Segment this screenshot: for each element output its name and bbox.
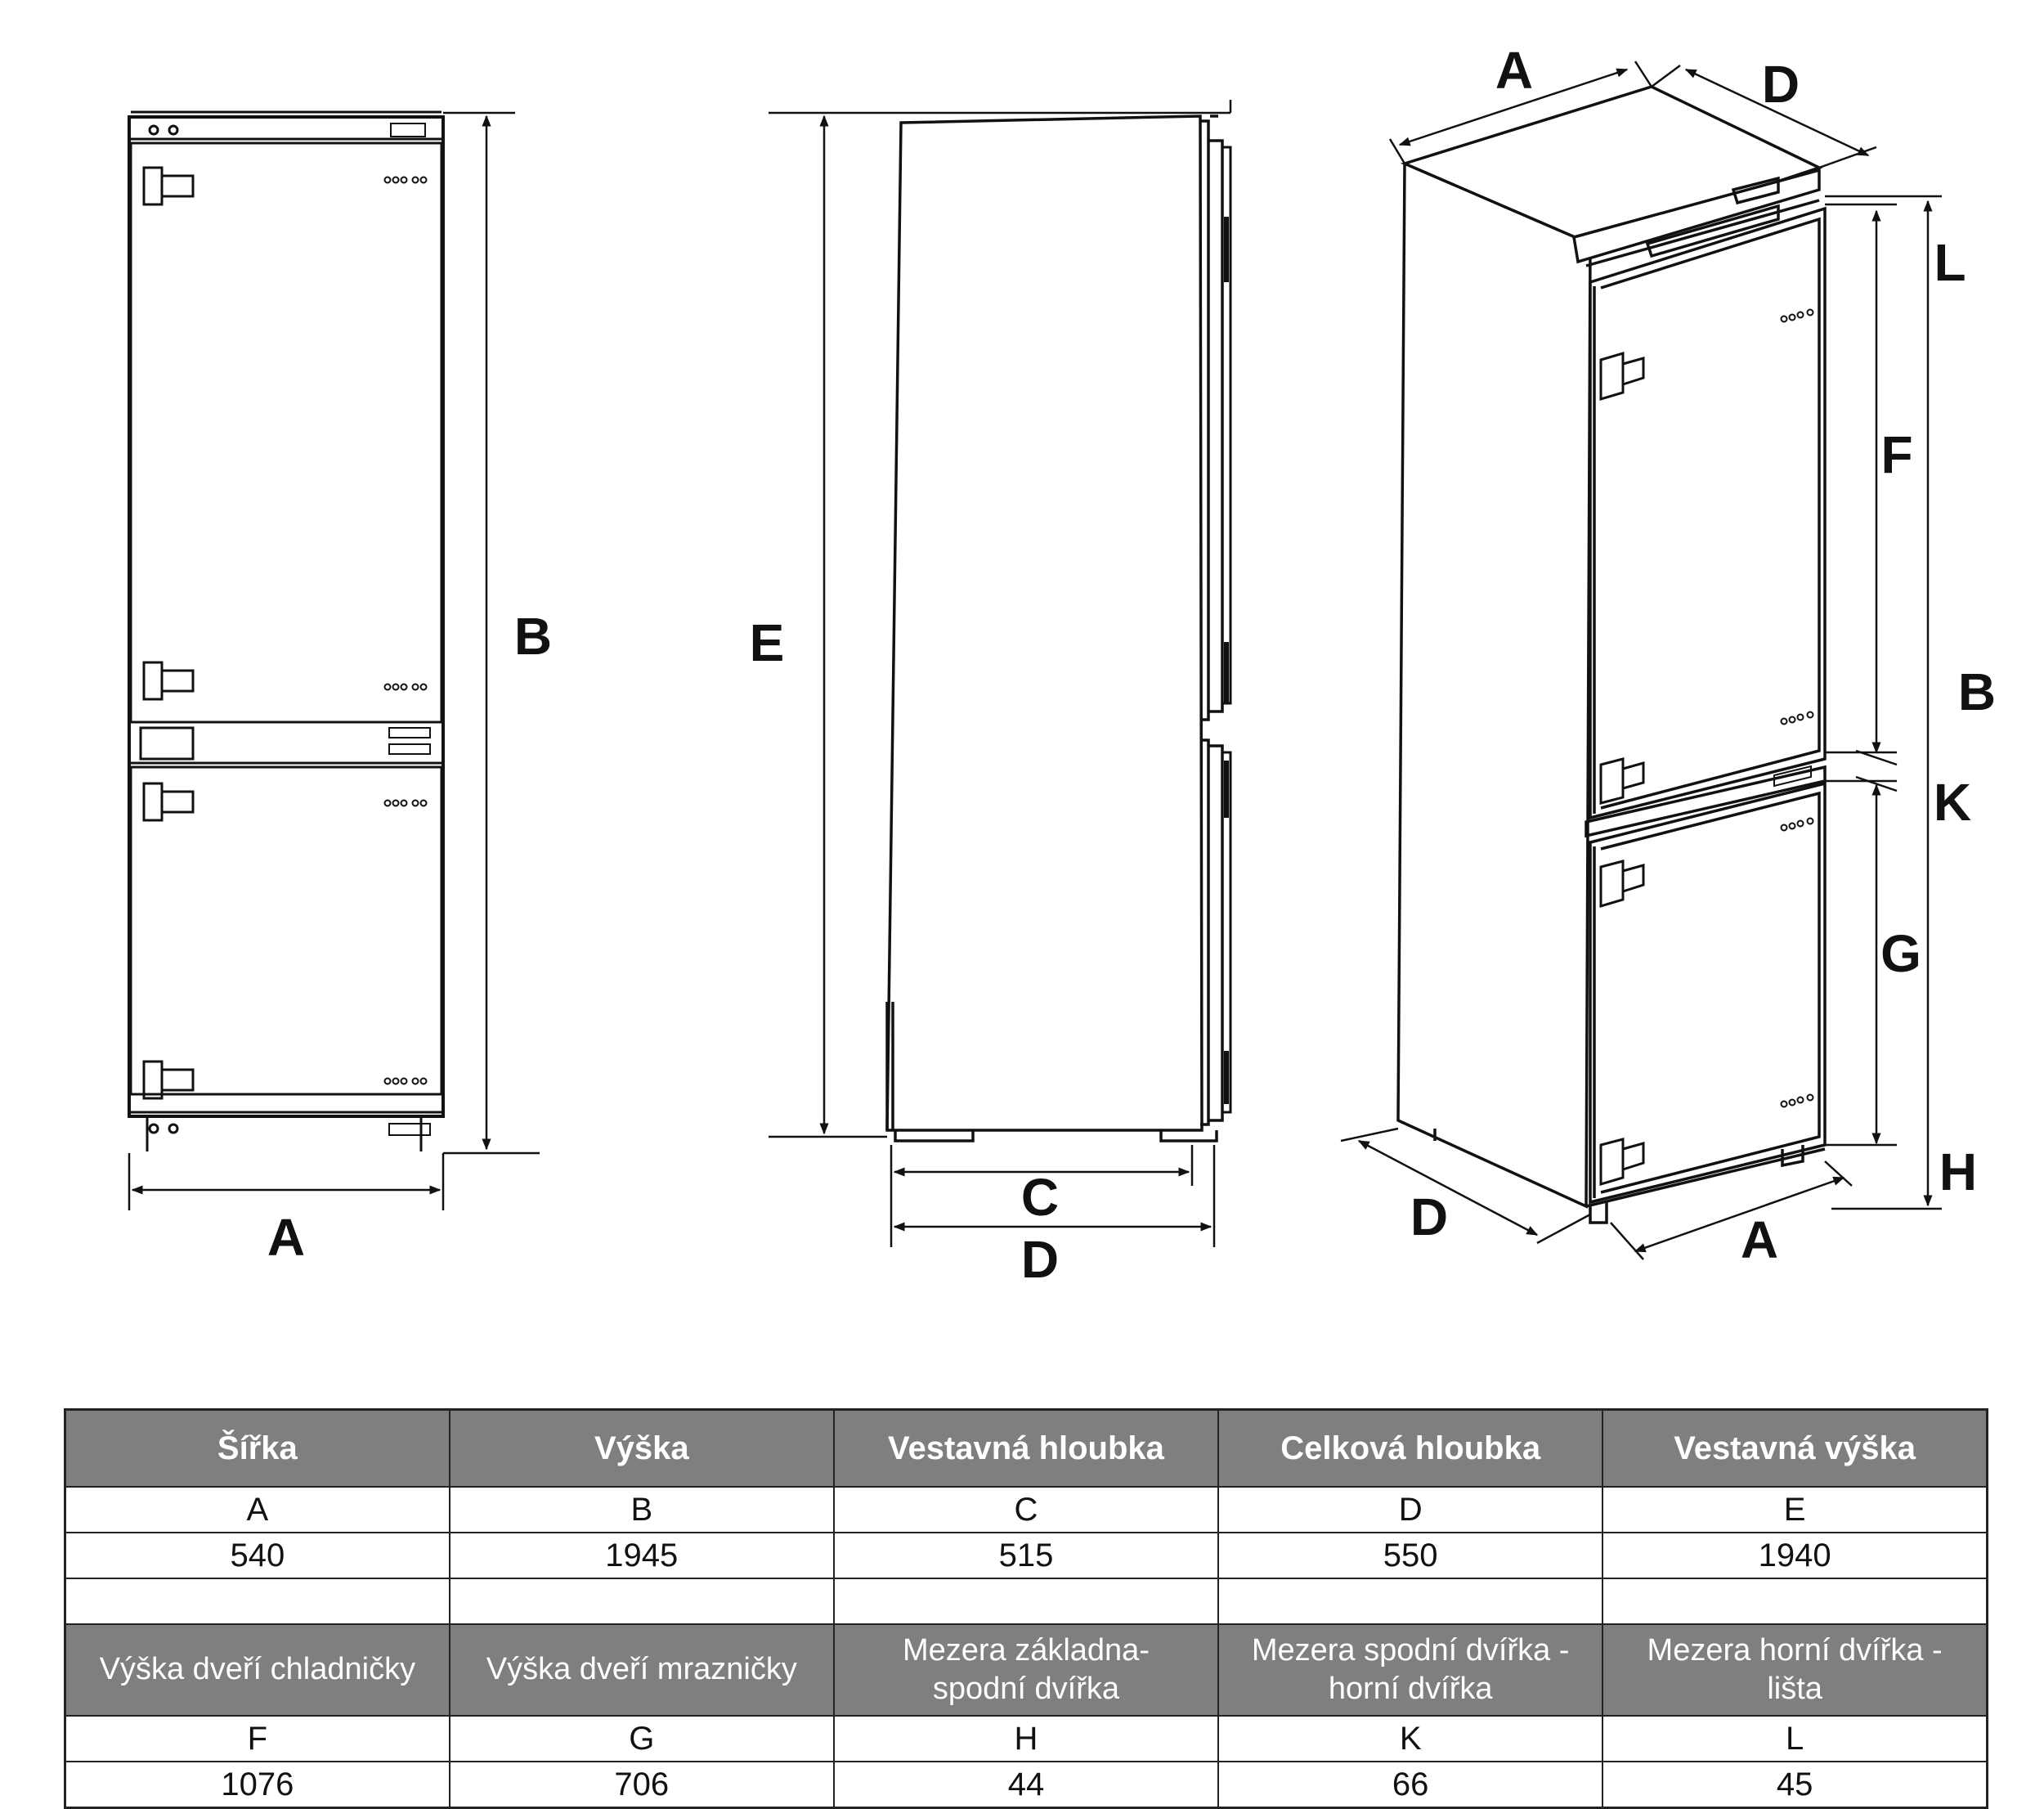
side-dimension-lines xyxy=(769,100,1232,1247)
letter-cell: H xyxy=(832,1715,1220,1762)
table-row: F G H K L xyxy=(64,1715,1988,1762)
empty-cell xyxy=(832,1578,1220,1625)
header-cell: Vestavná výška xyxy=(1602,1408,1988,1488)
letter-cell: A xyxy=(64,1486,450,1533)
table-header-row: Výška dveří chladničky Výška dveří mrazn… xyxy=(64,1623,1988,1717)
value-cell: 1940 xyxy=(1602,1532,1988,1579)
table-spacer-row xyxy=(64,1578,1988,1625)
dimensions-table: Šířka Výška Vestavná hloubka Celková hlo… xyxy=(64,1408,1988,1809)
table-row: 540 1945 515 550 1940 xyxy=(64,1532,1988,1579)
empty-cell xyxy=(1602,1578,1988,1625)
header-line: spodní dvířka xyxy=(932,1672,1120,1706)
value-cell: 44 xyxy=(832,1761,1220,1809)
header-line: Výška dveří mrazničky xyxy=(486,1652,797,1687)
value-cell: 45 xyxy=(1602,1761,1988,1809)
value-cell: 515 xyxy=(832,1532,1220,1579)
side-view xyxy=(885,114,1232,1142)
table-header-row: Šířka Výška Vestavná hloubka Celková hlo… xyxy=(64,1408,1988,1488)
iso-label-f: F xyxy=(1880,425,1912,484)
isometric-view xyxy=(1396,85,1827,1224)
table-row: 1076 706 44 66 45 xyxy=(64,1761,1988,1809)
empty-cell xyxy=(448,1578,835,1625)
value-cell: 1076 xyxy=(64,1761,450,1809)
front-label-a: A xyxy=(267,1208,305,1267)
front-dimension-lines xyxy=(128,111,540,1210)
empty-cell xyxy=(64,1578,450,1625)
table-row: A B C D E xyxy=(64,1486,1988,1533)
value-cell: 706 xyxy=(448,1761,835,1809)
letter-cell: G xyxy=(448,1715,835,1762)
iso-label-bottom-d: D xyxy=(1410,1187,1448,1246)
header-cell: Šířka xyxy=(64,1408,450,1488)
iso-label-k: K xyxy=(1934,773,1971,832)
letter-cell: E xyxy=(1602,1486,1988,1533)
iso-label-h: H xyxy=(1939,1142,1977,1201)
header-cell: Celková hloubka xyxy=(1217,1408,1604,1488)
letter-cell: L xyxy=(1602,1715,1988,1762)
front-label-b: B xyxy=(514,607,552,666)
header-cell: Výška dveří chladničky xyxy=(64,1623,450,1717)
isometric-dimension-lines xyxy=(1340,61,1942,1260)
header-cell: Výška xyxy=(448,1408,835,1488)
value-cell: 550 xyxy=(1217,1532,1604,1579)
dimension-diagram: B A E C D xyxy=(128,41,1996,1289)
header-cell: Mezera horní dvířka - lišta xyxy=(1602,1623,1988,1717)
header-line: Výška dveří chladničky xyxy=(99,1652,416,1687)
empty-cell xyxy=(1217,1578,1604,1625)
iso-label-b: B xyxy=(1958,662,1996,721)
iso-label-g: G xyxy=(1880,924,1921,983)
letter-cell: B xyxy=(448,1486,835,1533)
letter-cell: K xyxy=(1217,1715,1604,1762)
value-cell: 540 xyxy=(64,1532,450,1579)
value-cell: 66 xyxy=(1217,1761,1604,1809)
side-label-d: D xyxy=(1021,1230,1059,1289)
header-line: Mezera základna- xyxy=(902,1632,1150,1668)
header-line: horní dvířka xyxy=(1328,1672,1493,1706)
letter-cell: C xyxy=(832,1486,1220,1533)
front-view xyxy=(128,110,445,1151)
header-line: lišta xyxy=(1767,1672,1822,1706)
iso-label-top-a: A xyxy=(1495,41,1533,100)
iso-label-top-d: D xyxy=(1762,55,1800,114)
header-cell: Vestavná hloubka xyxy=(832,1408,1220,1488)
header-cell: Mezera spodní dvířka - horní dvířka xyxy=(1217,1623,1604,1717)
header-line: Mezera spodní dvířka - xyxy=(1251,1632,1570,1668)
letter-cell: D xyxy=(1217,1486,1604,1533)
iso-label-l: L xyxy=(1934,233,1966,292)
iso-label-bottom-a: A xyxy=(1741,1210,1778,1269)
side-label-c: C xyxy=(1021,1168,1059,1227)
header-cell: Mezera základna-spodní dvířka xyxy=(832,1623,1220,1717)
letter-cell: F xyxy=(64,1715,450,1762)
value-cell: 1945 xyxy=(448,1532,835,1579)
side-label-e: E xyxy=(750,613,785,672)
header-cell: Výška dveří mrazničky xyxy=(448,1623,835,1717)
header-line: Mezera horní dvířka - xyxy=(1647,1632,1943,1668)
